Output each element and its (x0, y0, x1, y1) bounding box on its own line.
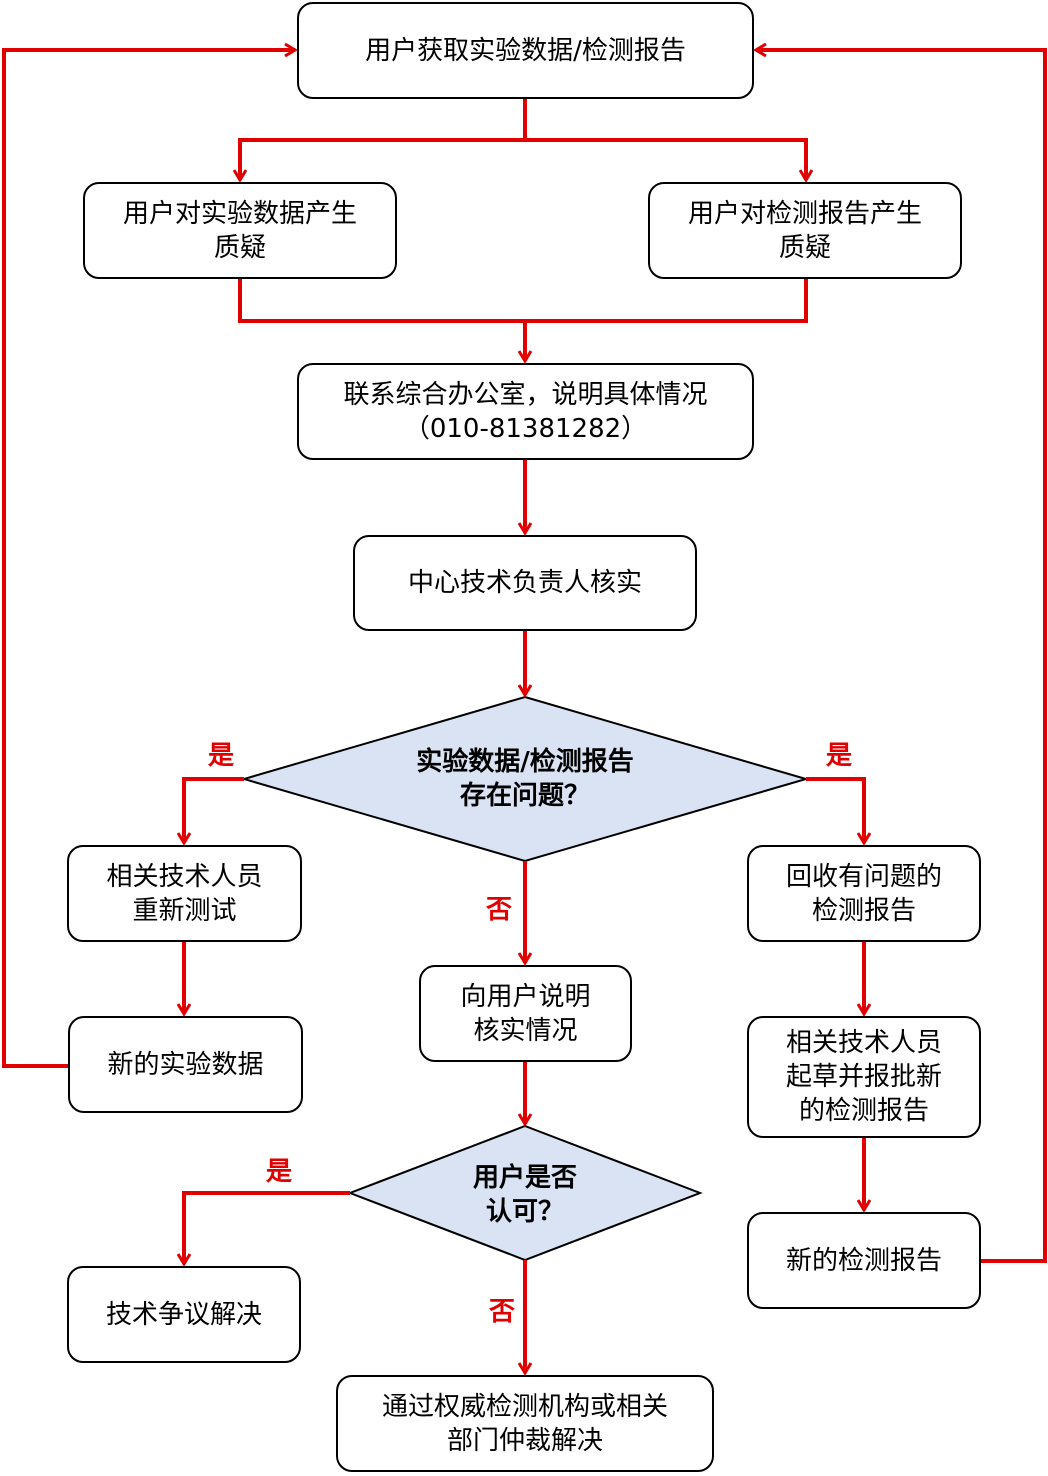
node-arbitration: 通过权威检测机构或相关 部门仲裁解决 (336, 1375, 714, 1472)
node-contact-office: 联系综合办公室，说明具体情况 （010-81381282） (297, 363, 754, 460)
connector-split-right (525, 138, 806, 180)
connector-newreport-loop (756, 50, 1047, 1263)
node-explain-to-user: 向用户说明 核实情况 (419, 965, 632, 1062)
node-retest: 相关技术人员 重新测试 (67, 845, 302, 942)
node-start: 用户获取实验数据/检测报告 (297, 2, 754, 99)
connector-problem-yes-right (806, 777, 864, 843)
node-new-report: 新的检测报告 (747, 1212, 981, 1309)
node-tech-dispute-resolved: 技术争议解决 (67, 1266, 301, 1363)
node-draft-new-report: 相关技术人员 起草并报批新 的检测报告 (747, 1016, 981, 1138)
node-tech-lead-verify: 中心技术负责人核实 (353, 535, 697, 631)
decision-accept-text: 用户是否 认可？ (472, 1163, 577, 1227)
connector-start-split (240, 99, 527, 180)
node-doubt-data: 用户对实验数据产生 质疑 (83, 182, 397, 279)
decision-problem-text: 实验数据/检测报告 存在问题？ (416, 747, 634, 811)
label-accept-no: 否 (489, 1297, 516, 1327)
label-accept-yes: 是 (266, 1157, 293, 1187)
node-new-data: 新的实验数据 (68, 1016, 303, 1113)
node-doubt-report: 用户对检测报告产生 质疑 (648, 182, 962, 279)
label-problem-yes-left: 是 (208, 741, 235, 771)
label-problem-no: 否 (486, 895, 513, 925)
connector-doubt-data-merge (238, 279, 808, 323)
label-problem-yes-right: 是 (826, 741, 853, 771)
connector-newdata-loop (2, 50, 295, 1068)
node-recall-report: 回收有问题的 检测报告 (747, 845, 981, 942)
connector-problem-yes-left (184, 777, 244, 843)
connector-accept-yes (184, 1191, 350, 1264)
